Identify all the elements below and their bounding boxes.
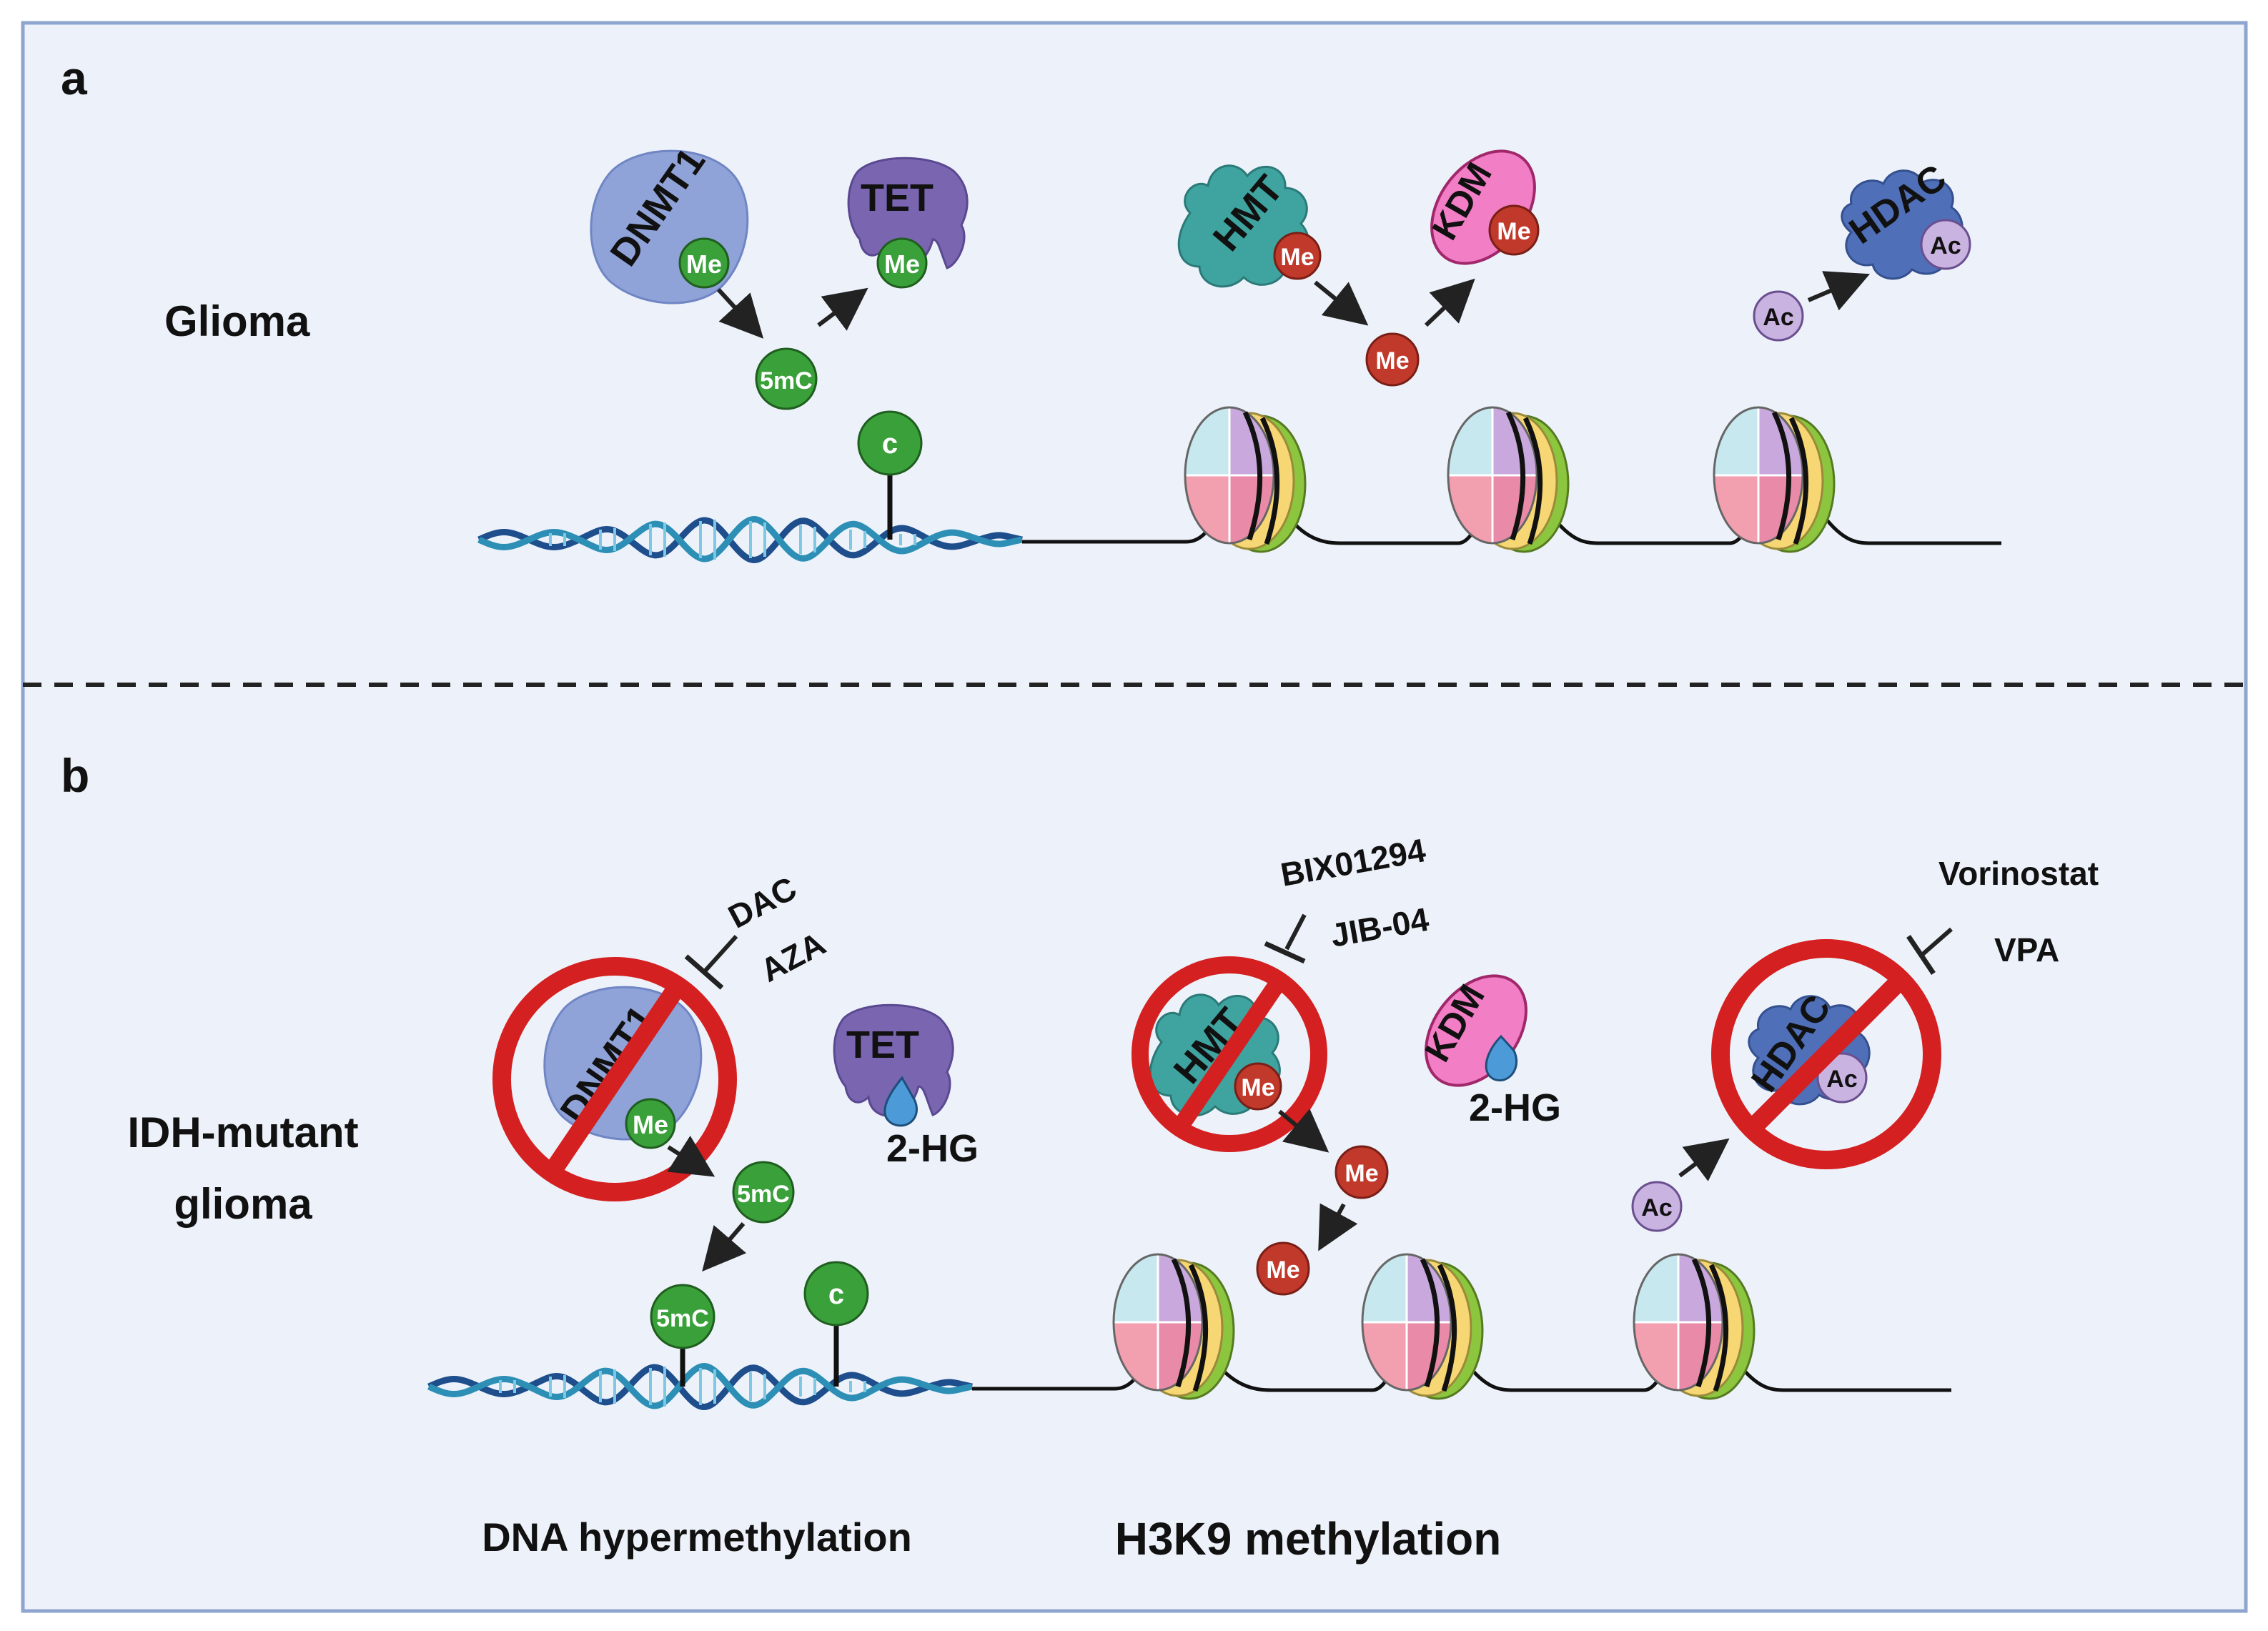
arrow-dnmt-to-5mc-a	[716, 287, 764, 339]
acetyl-group-b	[1631, 1181, 1683, 1232]
acetyl-label-b: Ac	[1641, 1194, 1672, 1221]
methyl-label-tet-a: Me	[884, 249, 920, 279]
five-mc-a	[755, 347, 818, 410]
five-mc-b	[732, 1161, 795, 1224]
five-mc-on-dna-b	[650, 1284, 715, 1349]
methyl-label-dnmt-b: Me	[633, 1110, 668, 1139]
arrow-5mc-to-tet-a	[817, 287, 868, 331]
panel-a-row-label: Glioma	[164, 297, 310, 345]
five-mc-on-dna-label-b: 5mC	[656, 1305, 709, 1332]
caption-h3k9-methylation: H3K9 methylation	[1115, 1513, 1502, 1565]
panel-b-row-label-line2: glioma	[174, 1180, 312, 1228]
methyl-group-dnmt-b	[625, 1098, 676, 1149]
acetyl-group-hdac-a	[1920, 219, 1971, 270]
methyl-label-hmt-a: Me	[1280, 244, 1314, 271]
two-hg-kdm-b	[1485, 1034, 1518, 1082]
histone-methyl-b-1	[1334, 1145, 1389, 1199]
cytosine-label-b: c	[828, 1279, 844, 1310]
arrow-me-to-kdm-a	[1424, 278, 1475, 327]
two-hg-tet-b	[883, 1076, 918, 1127]
arrow-me-to-histone-b	[1318, 1203, 1358, 1251]
acetyl-label-hdac-a: Ac	[1930, 232, 1961, 259]
acetyl-label-a: Ac	[1763, 304, 1793, 331]
two-hg-label-tet-b: 2-HG	[886, 1127, 979, 1170]
dnmt1-prohibition-sign	[492, 957, 737, 1201]
hdac-prohibition-sign	[1711, 939, 1941, 1169]
five-mc-label-a: 5mC	[760, 367, 813, 395]
methyl-group-kdm-a	[1488, 204, 1540, 256]
acetyl-group-a	[1753, 290, 1804, 342]
arrow-ac-to-hdac-b	[1678, 1138, 1730, 1181]
tet-label-a: TET	[861, 177, 934, 219]
histone-methyl-label-a: Me	[1375, 347, 1409, 375]
acetyl-group-hdac-b	[1816, 1052, 1868, 1104]
arrow-dnmt-to-5mc-b	[667, 1135, 715, 1177]
panel-a: a Glioma DNMT1 Me TET Me 5mC c HMT Me	[61, 51, 2001, 560]
hmt-prohibition-sign	[1131, 956, 1327, 1152]
methyl-label-dnmt-a: Me	[686, 249, 722, 279]
methyl-group-hmt-a	[1273, 232, 1322, 280]
panel-b-letter: b	[61, 749, 89, 802]
two-hg-label-kdm-b: 2-HG	[1469, 1086, 1561, 1129]
cytosine-a	[857, 410, 923, 476]
inhibitor-vorinostat: Vorinostat	[1938, 855, 2099, 892]
methyl-label-kdm-a: Me	[1497, 218, 1530, 245]
arrow-ac-to-hdac-a	[1807, 271, 1871, 311]
methyl-group-hmt-b	[1234, 1062, 1282, 1111]
panel-b: b IDH-mutant glioma DNMT1 Me DAC AZA TET…	[61, 749, 2099, 1565]
cytosine-label-a: c	[882, 428, 898, 460]
dnmt1-inhibitor-bar	[684, 934, 738, 990]
histone-methyl-label-b-2: Me	[1266, 1256, 1299, 1284]
histone-methyl-a	[1365, 332, 1420, 387]
arrow-hmt-to-me-a	[1314, 280, 1369, 326]
tet-label-b: TET	[846, 1023, 919, 1066]
inhibitor-vpa: VPA	[1994, 931, 2059, 968]
panel-a-letter: a	[61, 51, 88, 104]
methyl-group-tet-a	[876, 237, 928, 289]
histone-methyl-b-2	[1256, 1241, 1310, 1296]
panel-b-row-label-line1: IDH-mutant	[127, 1109, 358, 1156]
methyl-label-hmt-b: Me	[1241, 1074, 1274, 1101]
arrow-5mc-to-dna-b	[702, 1222, 747, 1272]
histone-methyl-label-b-1: Me	[1345, 1160, 1378, 1187]
five-mc-label-b: 5mC	[737, 1181, 790, 1208]
acetyl-label-hdac-b: Ac	[1826, 1066, 1857, 1093]
caption-dna-hypermethylation: DNA hypermethylation	[482, 1514, 912, 1560]
hdac-inhibitor-bar	[1906, 927, 1953, 975]
cytosine-b	[803, 1261, 869, 1327]
hmt-inhibitor-bar	[1264, 913, 1307, 964]
methyl-group-dnmt-a	[678, 237, 730, 289]
arrow-hmt-to-me-b	[1278, 1109, 1329, 1153]
